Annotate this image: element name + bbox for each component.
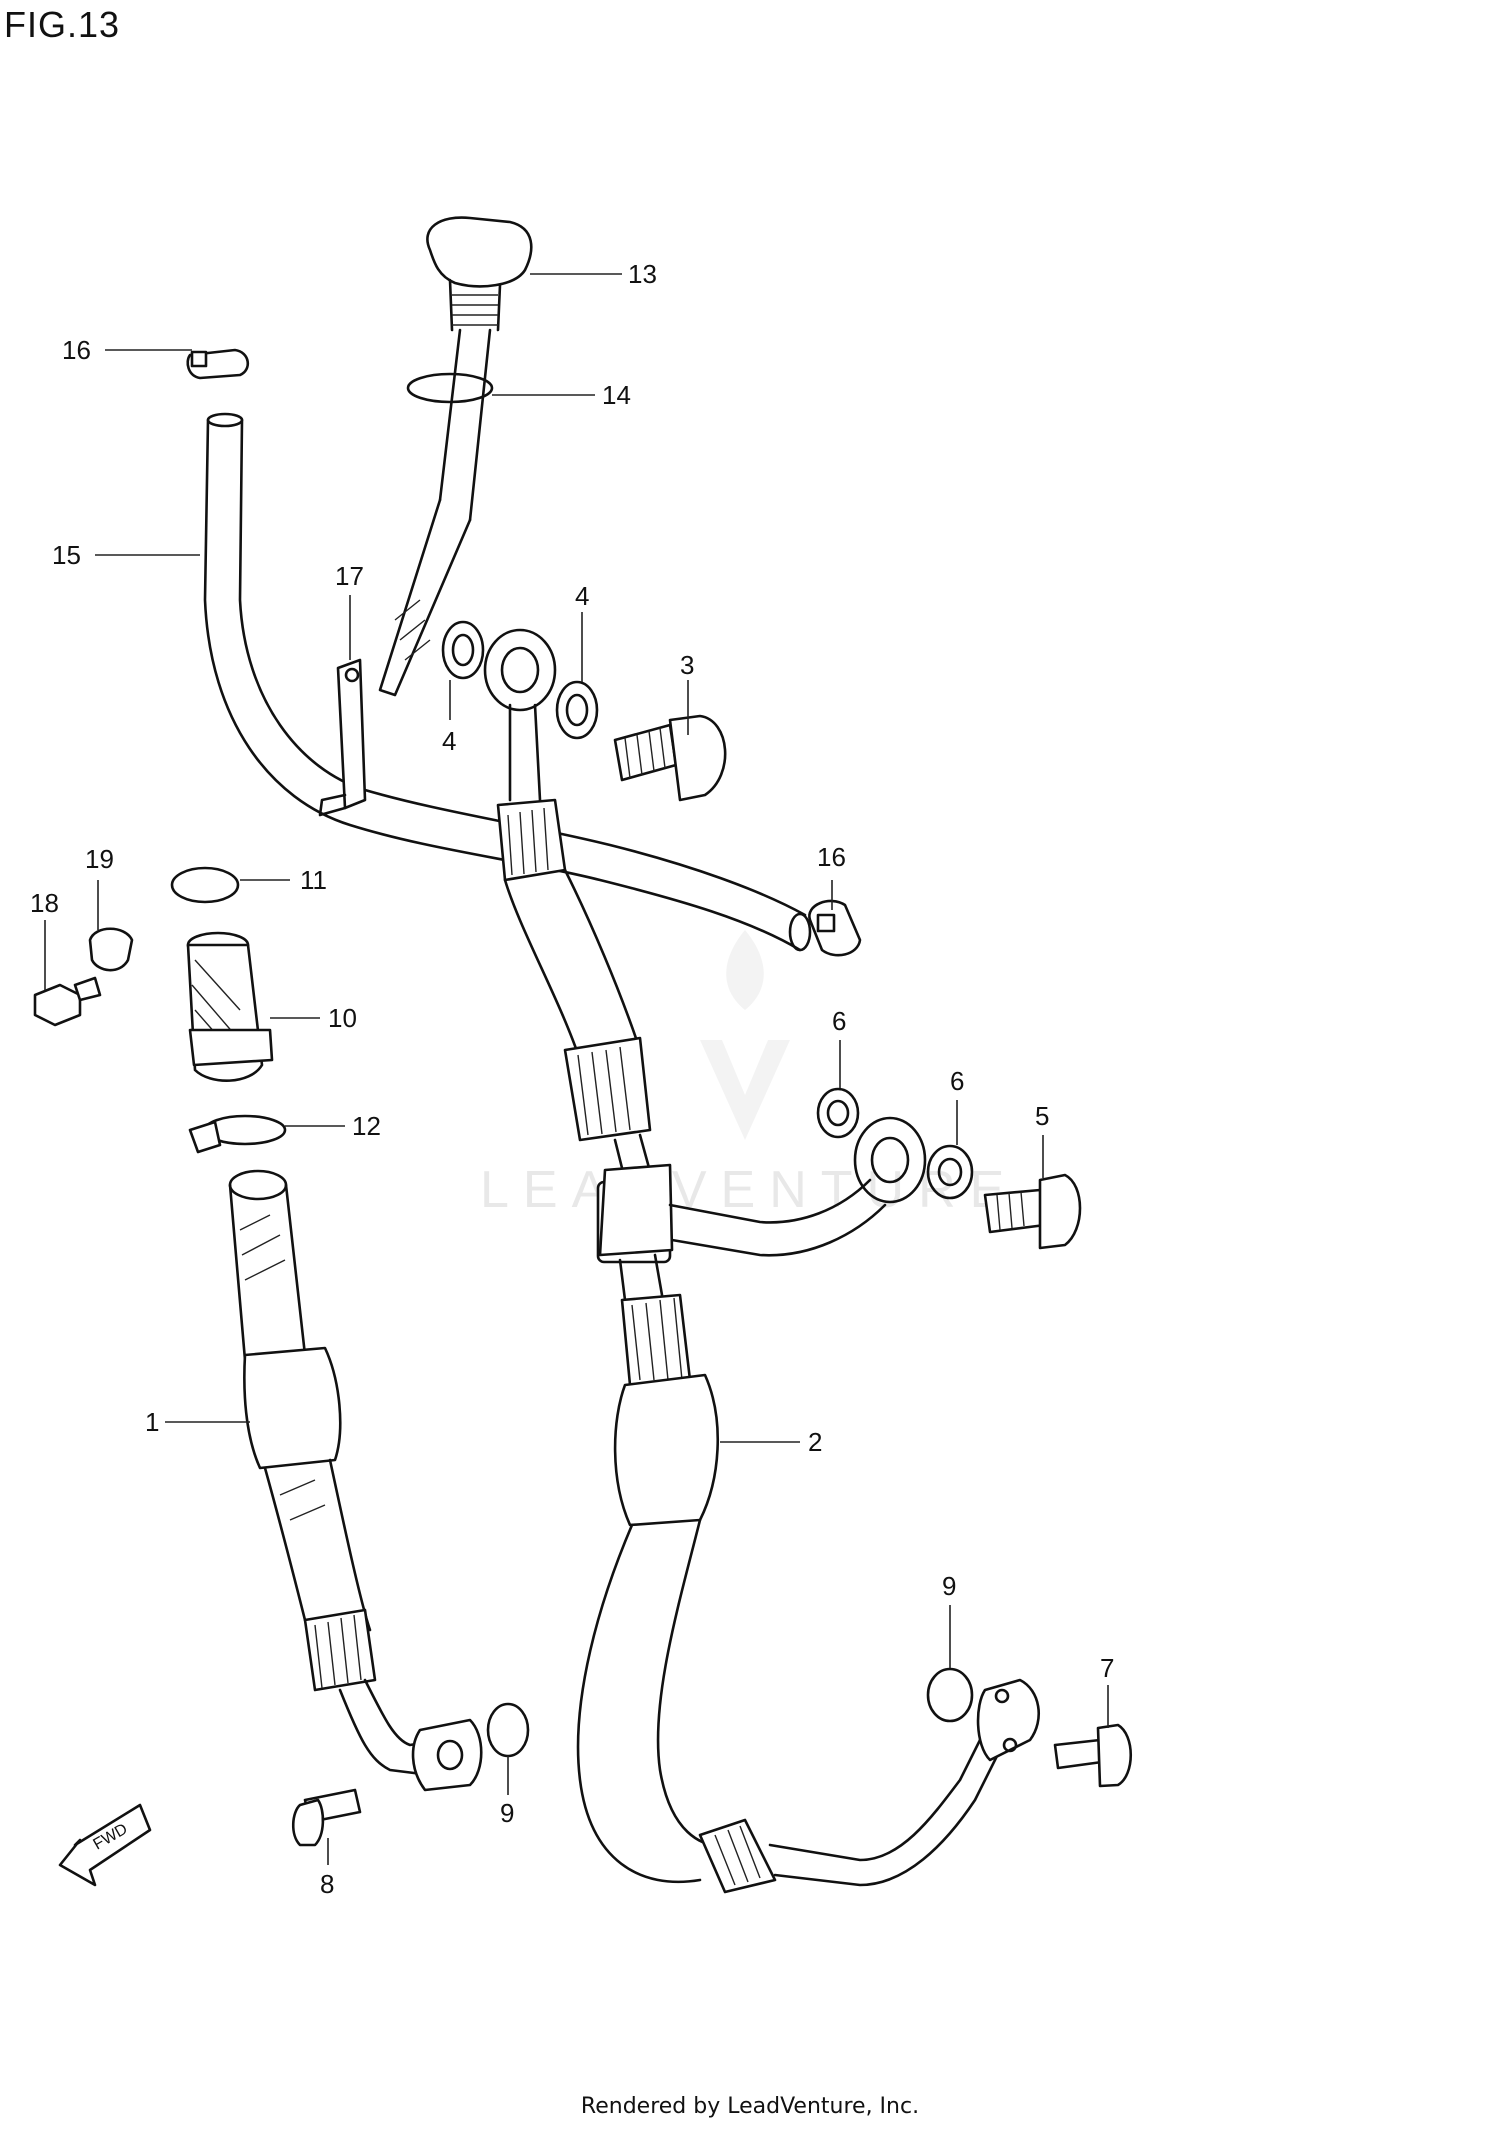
bolt-7 bbox=[1053, 1723, 1132, 1788]
gasket-19 bbox=[88, 927, 134, 972]
breather-hose-15 bbox=[203, 412, 812, 952]
hose-clamp-12 bbox=[188, 1114, 287, 1154]
o-ring-14 bbox=[406, 372, 494, 404]
washer-6-right bbox=[926, 1144, 974, 1200]
o-ring-9-left bbox=[486, 1702, 530, 1758]
callout-2: 2 bbox=[808, 1427, 822, 1457]
callout-labels: 13 14 16 15 17 4 4 3 16 19 18 11 10 12 6… bbox=[30, 259, 1114, 1899]
oil-filler-cap bbox=[378, 216, 533, 697]
watermark-logo bbox=[700, 930, 790, 1140]
leader-lines bbox=[44, 273, 1109, 1865]
forward-direction-arrow: FWD bbox=[58, 1803, 152, 1887]
callout-11: 11 bbox=[300, 865, 327, 895]
callout-18: 18 bbox=[30, 888, 59, 918]
washer-6-left bbox=[816, 1087, 860, 1139]
hose-clamp-16-right bbox=[808, 899, 862, 957]
callout-12: 12 bbox=[352, 1111, 381, 1141]
callout-1: 1 bbox=[145, 1407, 159, 1437]
union-fitting-10 bbox=[186, 931, 274, 1082]
washer-6-left-inner bbox=[826, 1099, 850, 1127]
banjo-bolt-3 bbox=[613, 714, 727, 802]
callout-16-top: 16 bbox=[62, 335, 91, 365]
bracket-17 bbox=[318, 658, 367, 817]
watermark-text: LEADVENTURE bbox=[480, 1161, 1019, 1219]
callout-4-right: 4 bbox=[575, 581, 589, 611]
callout-6-right: 6 bbox=[950, 1066, 964, 1096]
washer-4-right bbox=[555, 680, 599, 740]
washer-6-right-inner bbox=[937, 1157, 963, 1187]
callout-19: 19 bbox=[85, 844, 114, 874]
oil-hose-2 bbox=[483, 628, 1040, 1894]
callout-9-right: 9 bbox=[942, 1571, 956, 1601]
callout-9-left: 9 bbox=[500, 1798, 514, 1828]
o-ring-11 bbox=[170, 866, 240, 904]
callout-4-left: 4 bbox=[442, 726, 456, 756]
oil-hose-1 bbox=[228, 1169, 483, 1792]
washer-4-right-inner bbox=[565, 693, 589, 727]
figure-title: FIG.13 bbox=[4, 4, 121, 45]
callout-6-left: 6 bbox=[832, 1006, 846, 1036]
footer-credit: Rendered by LeadVenture, Inc. bbox=[580, 2094, 920, 2119]
callout-13: 13 bbox=[628, 259, 657, 289]
callout-8: 8 bbox=[320, 1869, 334, 1899]
washer-4-left-inner bbox=[451, 633, 475, 667]
callout-14: 14 bbox=[602, 380, 631, 410]
callout-10: 10 bbox=[328, 1003, 357, 1033]
callout-3: 3 bbox=[680, 650, 694, 680]
bolt-8 bbox=[291, 1788, 362, 1847]
callout-16-right: 16 bbox=[817, 842, 846, 872]
callout-17: 17 bbox=[335, 561, 364, 591]
banjo-bolt-5 bbox=[983, 1173, 1082, 1250]
callout-15: 15 bbox=[52, 540, 81, 570]
washer-4-left bbox=[441, 620, 485, 680]
o-ring-9-right bbox=[926, 1667, 974, 1723]
hose-clamp-16-top bbox=[186, 348, 249, 380]
callout-5: 5 bbox=[1035, 1101, 1049, 1131]
plug-18 bbox=[33, 976, 102, 1027]
callout-7: 7 bbox=[1100, 1653, 1114, 1683]
